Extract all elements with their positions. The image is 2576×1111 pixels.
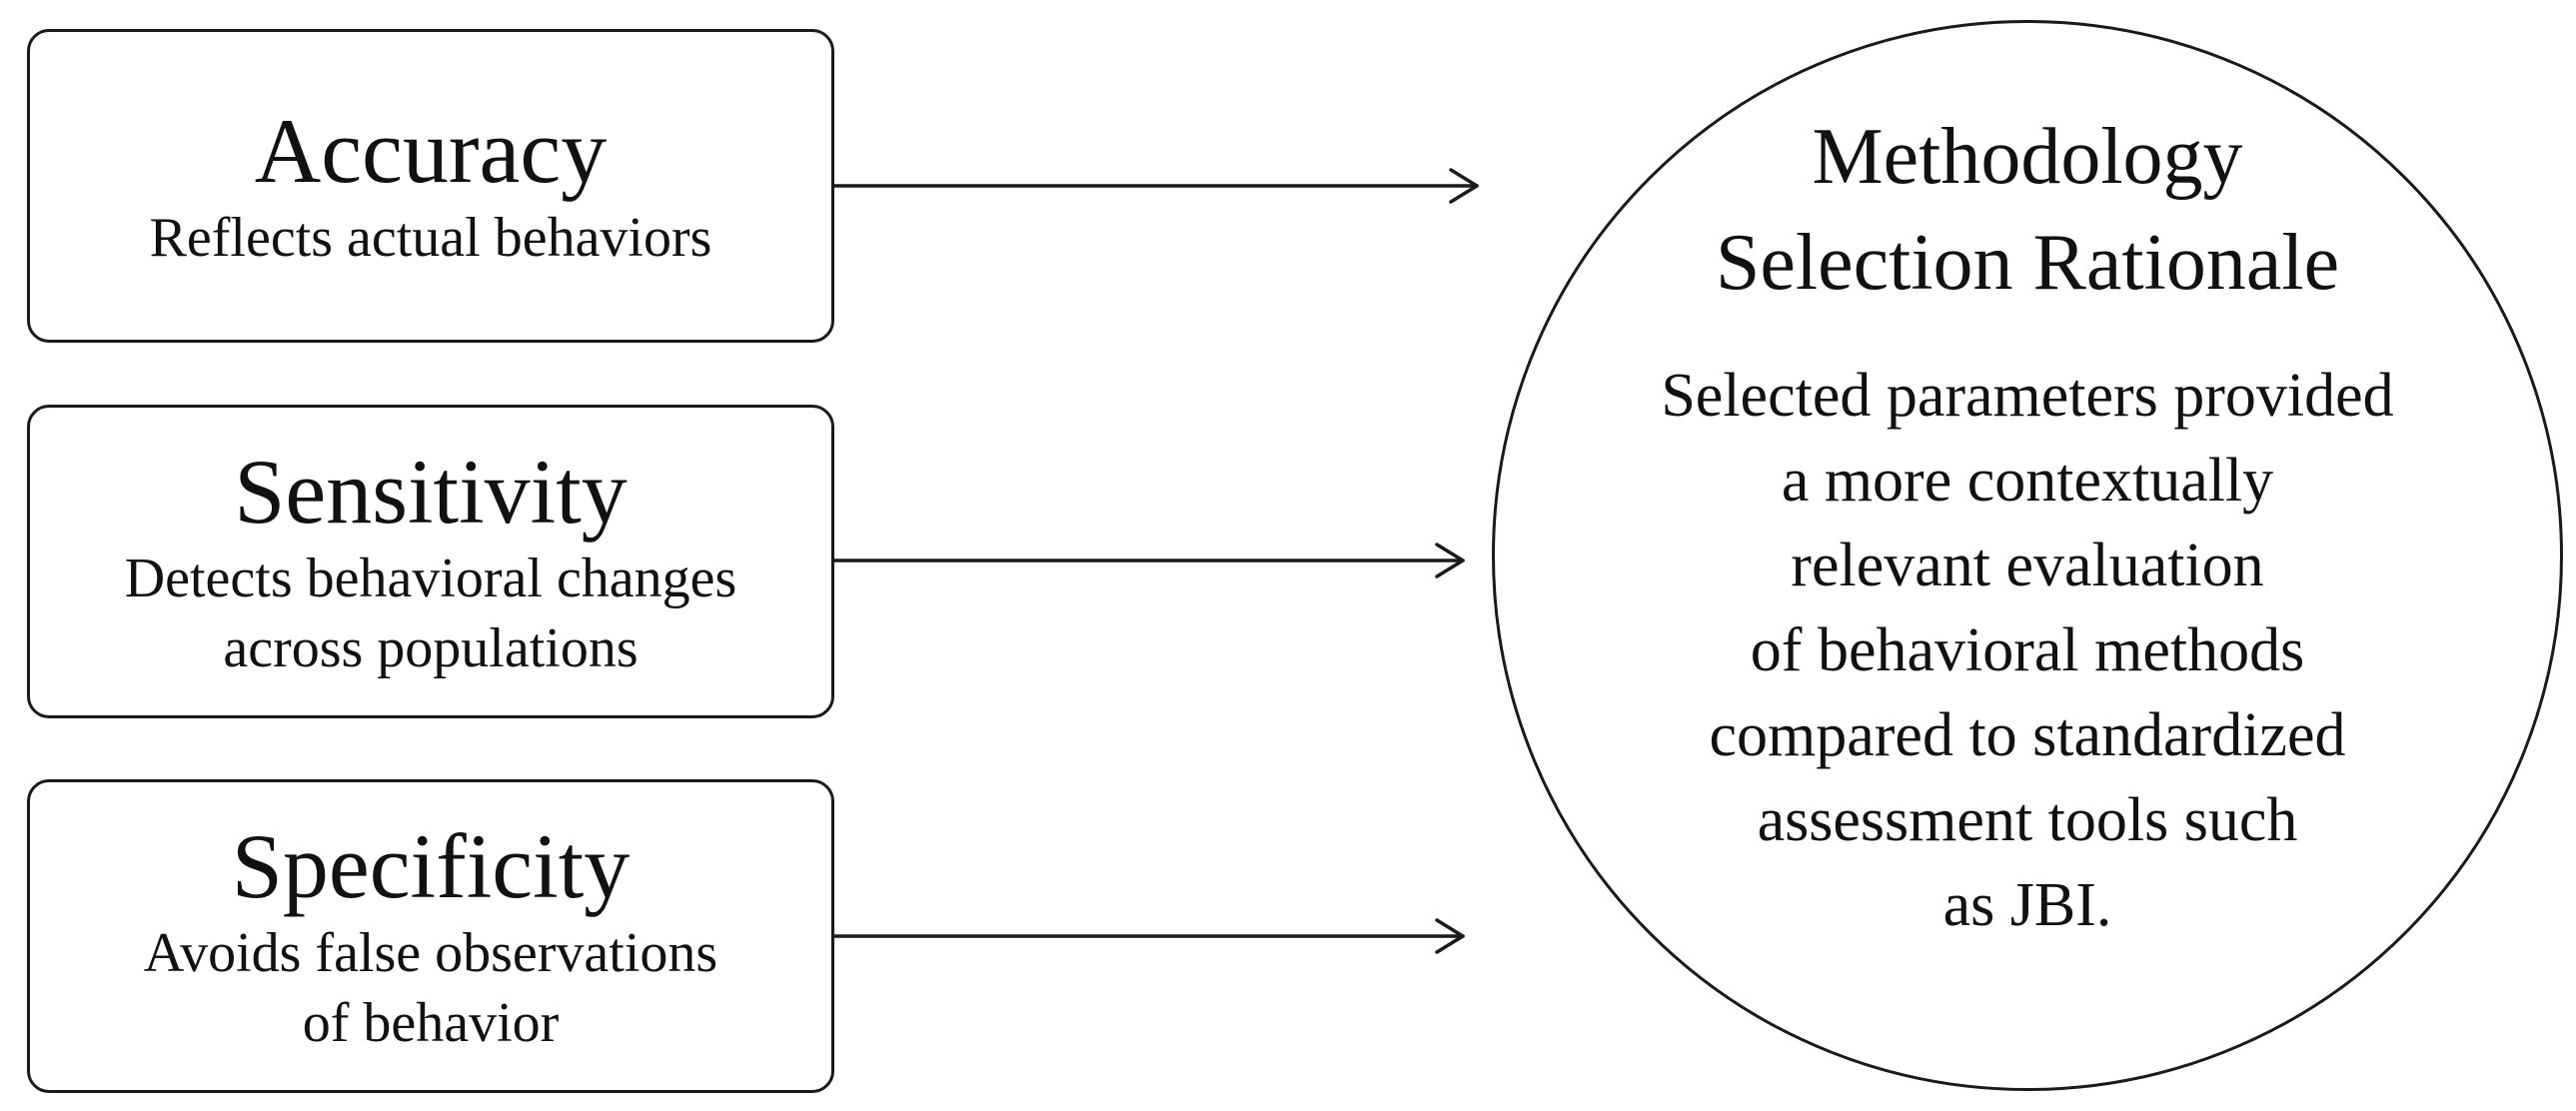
criterion-description: Avoids false observations [143, 922, 718, 984]
criterion-box-sensitivity: Sensitivity Detects behavioral changes a… [27, 405, 834, 718]
rationale-body-line: compared to standardized [1709, 700, 2346, 769]
criterion-description: of behavior [302, 992, 560, 1054]
rationale-body: Selected parameters provided a more cont… [1578, 354, 2477, 948]
criterion-title: Specificity [231, 815, 631, 917]
rationale-circle: Methodology Selection Rationale Selected… [1492, 20, 2563, 1091]
rationale-body-line: of behavioral methods [1750, 615, 2305, 684]
arrow-specificity-to-rationale [832, 918, 1465, 954]
rationale-body-line: Selected parameters provided [1661, 361, 2394, 430]
rationale-body-line: a more contextually [1781, 446, 2274, 515]
criterion-description: Reflects actual behaviors [149, 207, 712, 269]
arrow-accuracy-to-rationale [832, 168, 1479, 204]
criterion-title: Accuracy [254, 100, 608, 202]
criterion-box-accuracy: Accuracy Reflects actual behaviors [27, 29, 834, 343]
rationale-title-line: Selection Rationale [1715, 218, 2340, 307]
rationale-body-line: relevant evaluation [1791, 531, 2264, 599]
rationale-body-line: assessment tools such [1757, 785, 2298, 854]
rationale-body-line: as JBI. [1942, 870, 2112, 939]
rationale-title: Methodology Selection Rationale [1578, 104, 2477, 316]
criterion-description: across populations [223, 617, 639, 679]
rationale-title-line: Methodology [1812, 112, 2243, 201]
arrow-sensitivity-to-rationale [832, 543, 1465, 578]
criterion-title: Sensitivity [234, 441, 628, 543]
criterion-description: Detects behavioral changes [124, 548, 737, 609]
criterion-box-specificity: Specificity Avoids false observations of… [27, 779, 834, 1093]
